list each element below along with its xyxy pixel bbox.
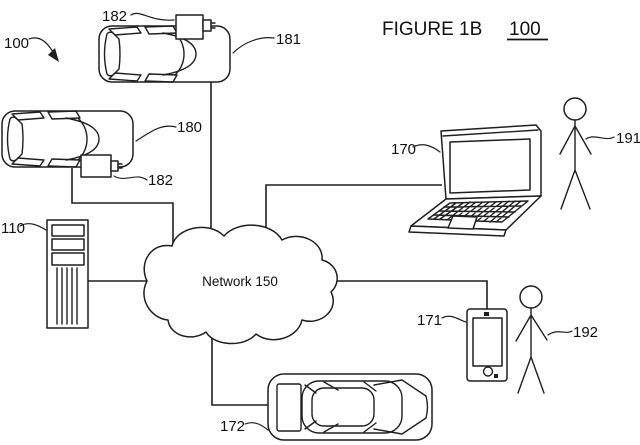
laptop-screen — [449, 138, 531, 194]
cloud-outline — [143, 224, 338, 345]
link-laptop-network — [265, 184, 442, 247]
link-phone-network — [330, 280, 488, 310]
label-191: 191 — [616, 130, 640, 147]
figure-header: FIGURE 1B 100 — [382, 19, 548, 41]
network-cloud: Network 150 — [143, 224, 338, 345]
laptop-trackpad — [447, 215, 478, 230]
server-bay-1 — [51, 224, 85, 237]
leader-170 — [412, 144, 441, 153]
link-vehicle172-network — [211, 334, 269, 406]
leader-191 — [585, 136, 615, 140]
label-182-left: 182 — [148, 172, 173, 189]
label-171: 171 — [417, 312, 442, 329]
label-100: 100 — [4, 35, 29, 52]
phone-speaker-dot — [494, 374, 498, 378]
server-110 — [46, 219, 89, 329]
device-182-top-plug — [202, 19, 212, 32]
vehicle-172-greenhouse — [301, 380, 403, 434]
device-182-left-plug — [110, 160, 119, 172]
vehicle-181-art — [98, 25, 231, 83]
obd-device-182-top — [175, 14, 216, 40]
vehicle-172-roof — [311, 387, 375, 427]
leader-110 — [19, 223, 47, 231]
network-label: Network 150 — [202, 274, 278, 289]
person-192-body — [515, 307, 548, 394]
device-182-left-box — [80, 154, 112, 178]
arrow-100-shaft — [28, 37, 54, 53]
vehicle-172 — [267, 373, 433, 441]
reference-labels: 100 182 181 180 182 110 170 191 171 192 … — [1, 8, 640, 435]
keyboard-keys — [433, 200, 522, 223]
obd-device-182-left — [80, 154, 123, 178]
server-bay-3 — [51, 252, 85, 266]
connector-lines — [71, 81, 488, 406]
person-191-head — [563, 97, 587, 121]
vehicle-180 — [1, 110, 134, 168]
leader-180 — [135, 125, 177, 142]
vehicle-172-trunk — [276, 383, 302, 432]
vehicle-181 — [98, 25, 231, 83]
laptop-front-edge — [408, 225, 507, 237]
link-device182-network — [71, 168, 174, 247]
person-192 — [515, 285, 548, 394]
vehicle-172-body — [267, 373, 433, 441]
leader-182-left — [113, 175, 148, 181]
phone-camera-dot — [484, 312, 489, 316]
vehicle-180-art — [1, 110, 134, 168]
laptop-lid-edge — [442, 129, 539, 137]
leader-171 — [441, 315, 467, 323]
person-191 — [559, 97, 592, 210]
vehicle-172-windshield — [373, 379, 429, 435]
server-vents — [56, 267, 78, 325]
person-191-body — [559, 119, 592, 210]
person-192-head — [519, 285, 543, 309]
label-181: 181 — [276, 31, 301, 48]
server-bay-2 — [51, 238, 85, 251]
smartphone-171 — [466, 308, 508, 382]
label-170: 170 — [391, 141, 416, 158]
laptop-170 — [408, 124, 542, 237]
device-182-left-pins — [117, 163, 123, 169]
leader-172 — [244, 422, 269, 431]
leader-182-top — [130, 12, 175, 21]
leader-181 — [232, 37, 275, 54]
label-192: 192 — [573, 324, 598, 341]
vehicle-172-pillars — [304, 381, 377, 433]
phone-screen — [472, 317, 503, 367]
label-172: 172 — [220, 418, 245, 435]
arrow-100-head — [48, 48, 59, 62]
figure-number: 100 — [509, 19, 541, 40]
label-182-top: 182 — [102, 8, 127, 25]
device-182-top-box — [175, 14, 204, 40]
device-182-top-pins — [210, 22, 216, 29]
label-110: 110 — [1, 220, 25, 237]
figure-title: FIGURE 1B — [382, 19, 482, 40]
leader-192 — [547, 330, 573, 336]
label-180: 180 — [177, 119, 202, 136]
phone-home-button — [482, 366, 494, 377]
